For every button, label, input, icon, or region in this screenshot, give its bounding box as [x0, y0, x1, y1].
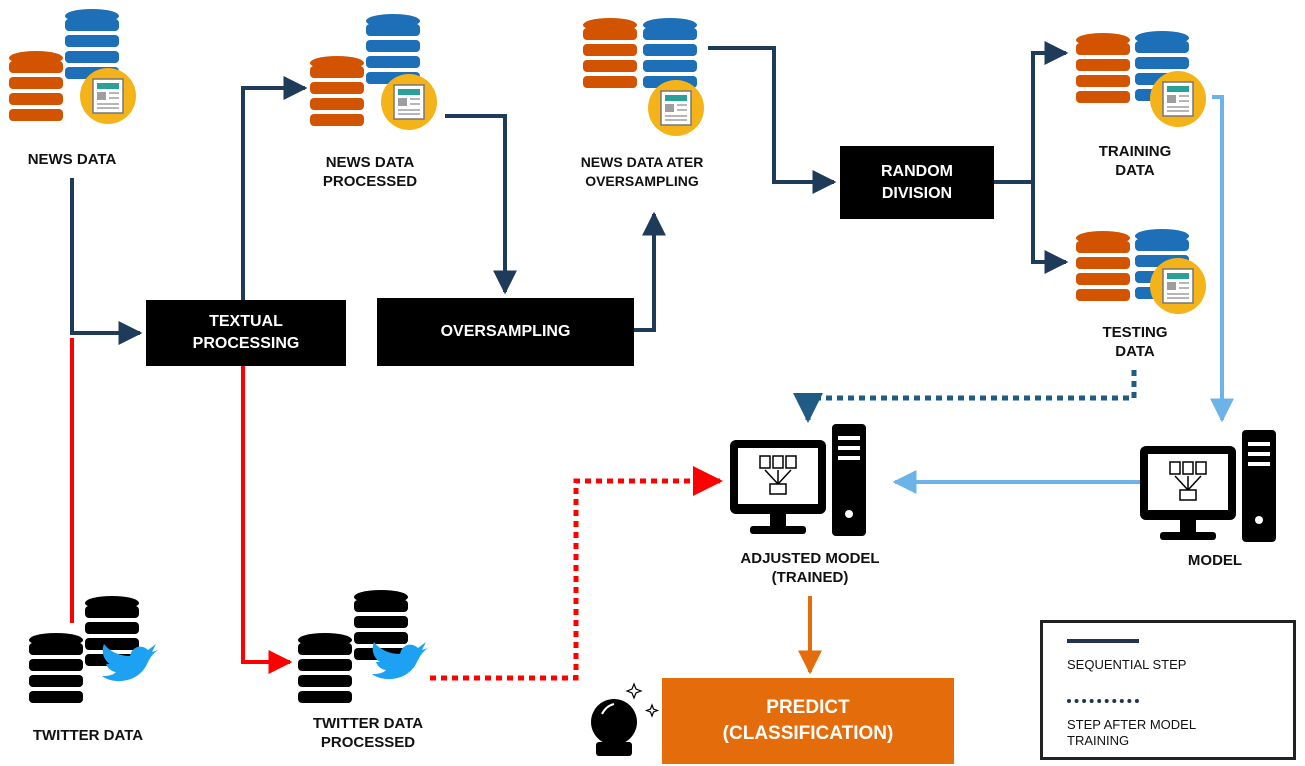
predict-box: PREDICT (CLASSIFICATION)	[662, 678, 954, 764]
twitter-data-icon	[29, 596, 158, 703]
testing-data-label: TESTING DATA	[1102, 324, 1168, 360]
testing-data-icon	[1076, 229, 1207, 315]
legend-dotted-line	[1067, 699, 1139, 703]
arrow-textual-to-processed	[241, 76, 308, 300]
legend-solid-line	[1067, 639, 1139, 643]
adjusted-model-label: ADJUSTED MODEL (TRAINED)	[740, 550, 880, 586]
arrow-training-to-model	[1210, 95, 1234, 423]
twitter-data-label: TWITTER DATA	[32, 727, 144, 744]
arrow-news-to-textual	[70, 178, 143, 345]
training-data-icon	[1076, 31, 1207, 128]
training-data-label: TRAINING DATA	[1098, 143, 1172, 179]
adjusted-model-computer-icon	[729, 423, 867, 537]
twitter-data-processed-label: TWITTER DATA PROCESSED	[312, 715, 424, 751]
news-data-processed-label: NEWS DATA PROCESSED	[322, 154, 418, 190]
news-data-label: NEWS DATA	[27, 151, 117, 168]
arrow-random-to-training	[994, 41, 1069, 184]
oversampling-box: OVERSAMPLING	[377, 298, 634, 366]
textual-processing-box: TEXTUAL PROCESSING	[146, 300, 346, 366]
news-oversampled-icon	[583, 18, 705, 137]
random-division-box: RANDOM DIVISION	[840, 146, 994, 219]
arrow-oversampling-to-oversampled	[634, 211, 666, 332]
legend-sequential-label: SEQUENTIAL STEP	[1067, 657, 1187, 672]
arrow-testing-to-adjusted	[793, 370, 1137, 423]
legend-after-training-label: STEP AFTER MODEL TRAINING	[1067, 717, 1197, 748]
arrow-textual-to-twitter-processed	[241, 366, 293, 674]
twitter-data-processed-icon	[298, 590, 428, 703]
legend: SEQUENTIAL STEP STEP AFTER MODEL TRAININ…	[1040, 620, 1296, 760]
arrow-oversampled-to-random	[708, 46, 837, 194]
arrow-processed-to-oversampling	[445, 114, 517, 295]
crystal-ball-icon	[591, 682, 660, 756]
model-label: MODEL	[1187, 552, 1243, 569]
news-data-processed-icon	[310, 14, 438, 131]
arrow-random-to-testing	[1031, 182, 1069, 274]
arrow-twitter-processed-to-adjusted	[430, 466, 723, 681]
model-computer-icon	[1139, 429, 1277, 543]
news-data-icon	[9, 9, 137, 125]
news-oversampled-label: NEWS DATA ATER OVERSAMPLING	[580, 154, 704, 189]
